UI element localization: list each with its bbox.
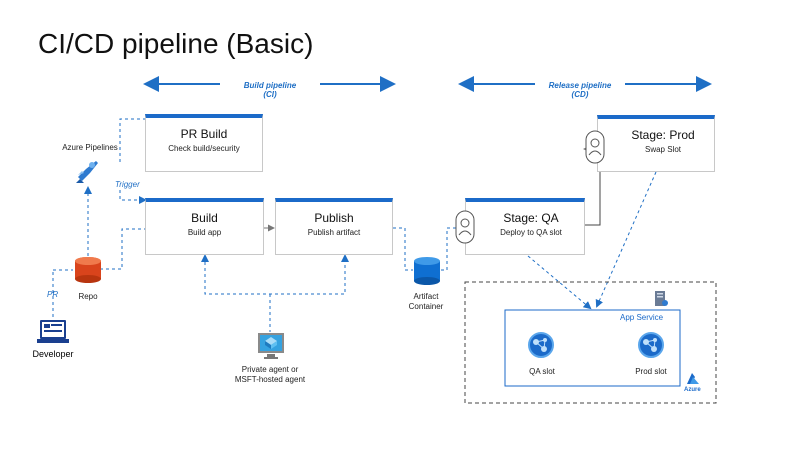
developer-laptop-icon[interactable]: [37, 318, 69, 346]
release-pipeline-label-line2: (CD): [571, 90, 589, 99]
release-pipeline-label: Release pipeline (CD): [535, 81, 625, 99]
release-pipeline-label-line1: Release pipeline: [548, 81, 612, 90]
pipelines-to-build-connector: [119, 190, 147, 204]
pr-build-box[interactable]: PR Build Check build/security: [145, 114, 263, 172]
stage-qa-subtitle: Deploy to QA slot: [500, 228, 562, 237]
agent-connector: [201, 254, 349, 295]
app-service-box: [504, 309, 681, 387]
app-service-icon[interactable]: [528, 332, 554, 358]
build-pipeline-label: Build pipeline (CI): [220, 81, 320, 99]
approval-person-icon: [455, 210, 475, 244]
pr-build-subtitle: Check build/security: [168, 144, 240, 153]
artifact-label: Artifact Container: [396, 292, 456, 312]
agent-label: Private agent or MSFT-hosted agent: [225, 365, 315, 385]
repo-to-build-connector: [100, 228, 145, 270]
azure-boundary: [464, 281, 717, 404]
build-title: Build: [191, 211, 218, 225]
build-box[interactable]: Build Build app: [145, 198, 264, 255]
stage-prod-title: Stage: Prod: [631, 128, 695, 142]
azure-pipelines-icon[interactable]: [72, 157, 102, 187]
stage-prod-subtitle: Swap Slot: [644, 145, 682, 154]
repo-icon[interactable]: [74, 256, 102, 284]
build-pipeline-label-line1: Build pipeline: [243, 81, 297, 90]
stage-qa-title: Stage: QA: [503, 211, 559, 225]
server-icon: [654, 291, 668, 307]
pipelines-to-prbuild-connector: [119, 118, 145, 162]
pr-build-title: PR Build: [180, 127, 228, 141]
trigger-label: Trigger: [115, 180, 140, 189]
agent-vm-icon[interactable]: [257, 332, 285, 360]
build-pipeline-label-line2: (CI): [263, 90, 277, 99]
stage-prod-box[interactable]: Stage: Prod Swap Slot: [597, 115, 715, 172]
azure-label: Azure: [684, 387, 701, 393]
artifact-container-icon[interactable]: [413, 256, 441, 286]
agent-label-line2: MSFT-hosted agent: [234, 375, 306, 384]
app-service-label: App Service: [620, 313, 664, 322]
publish-box[interactable]: Publish Publish artifact: [275, 198, 393, 255]
page-title: CI/CD pipeline (Basic): [38, 28, 314, 59]
stage-qa-box[interactable]: Stage: QA Deploy to QA slot: [465, 198, 585, 255]
app-service-icon[interactable]: [638, 332, 664, 358]
agent-label-line1: Private agent or: [241, 365, 299, 374]
repo-label: Repo: [78, 292, 98, 301]
azure-pipelines-label: Azure Pipelines: [62, 143, 118, 152]
developer-label: Developer: [32, 349, 74, 359]
prod-to-appservice-connector: [595, 171, 657, 308]
build-subtitle: Build app: [187, 228, 222, 237]
artifact-label-line2: Container: [408, 302, 444, 311]
qa-slot-label: QA slot: [529, 367, 555, 376]
azure-logo-icon: [686, 372, 700, 384]
qa-to-appservice-connector: [527, 255, 592, 310]
publish-title: Publish: [314, 211, 354, 225]
publish-subtitle: Publish artifact: [307, 228, 361, 237]
approval-person-icon: [585, 130, 605, 164]
prod-slot-label: Prod slot: [635, 367, 667, 376]
publish-to-artifact-connector: [393, 227, 413, 271]
artifact-label-line1: Artifact: [413, 292, 439, 301]
pr-label: PR: [47, 290, 59, 299]
